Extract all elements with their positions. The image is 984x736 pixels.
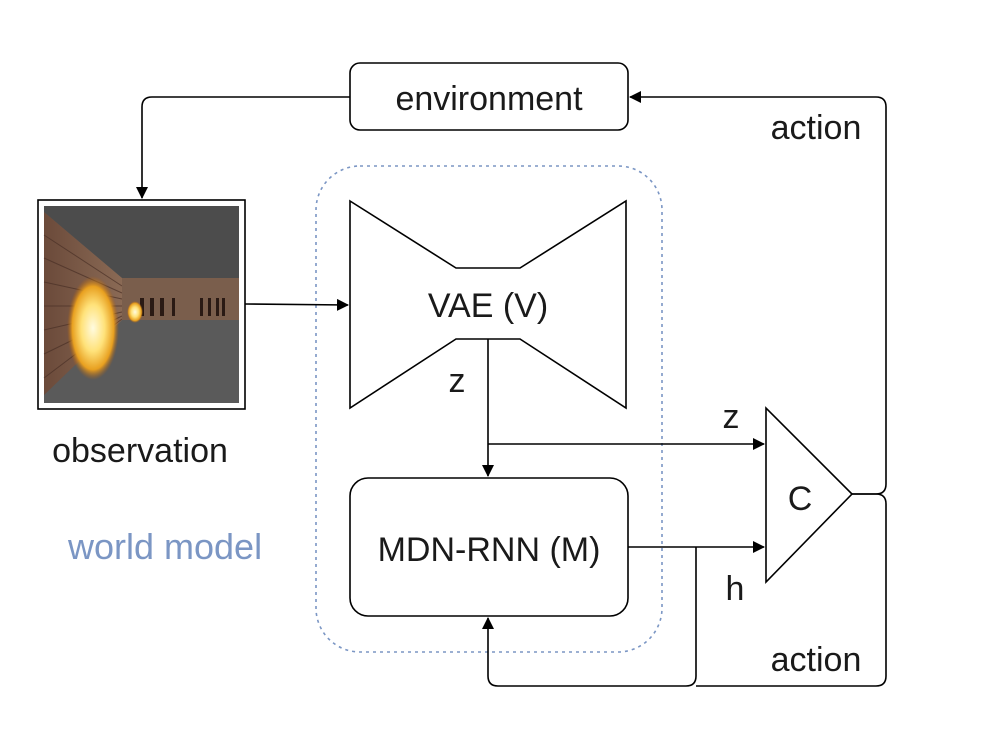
edge-observation-to-vae bbox=[244, 298, 349, 311]
label-z-vae: z bbox=[449, 362, 466, 400]
world-model-label: world model bbox=[67, 526, 262, 567]
controller-shape bbox=[765, 406, 854, 584]
mdn-rnn-label: MDN-RNN (M) bbox=[378, 531, 601, 569]
label-z-controller: z bbox=[723, 398, 740, 436]
edge-environment-to-observation bbox=[136, 96, 350, 199]
label-action-bottom: action bbox=[771, 641, 862, 679]
world-model-group bbox=[315, 165, 663, 653]
observation-image bbox=[37, 199, 246, 410]
controller-label: C bbox=[788, 480, 813, 518]
edge-action-to-environment bbox=[629, 91, 887, 495]
edge-action-to-mdn-rnn bbox=[696, 493, 887, 687]
observation-label: observation bbox=[52, 432, 228, 470]
vae-label: VAE (V) bbox=[428, 287, 548, 325]
label-h: h bbox=[726, 570, 745, 608]
vae-shape bbox=[349, 199, 627, 410]
edge-h-feedback bbox=[482, 547, 697, 687]
label-action-top: action bbox=[771, 109, 862, 147]
environment-label: environment bbox=[395, 80, 583, 118]
